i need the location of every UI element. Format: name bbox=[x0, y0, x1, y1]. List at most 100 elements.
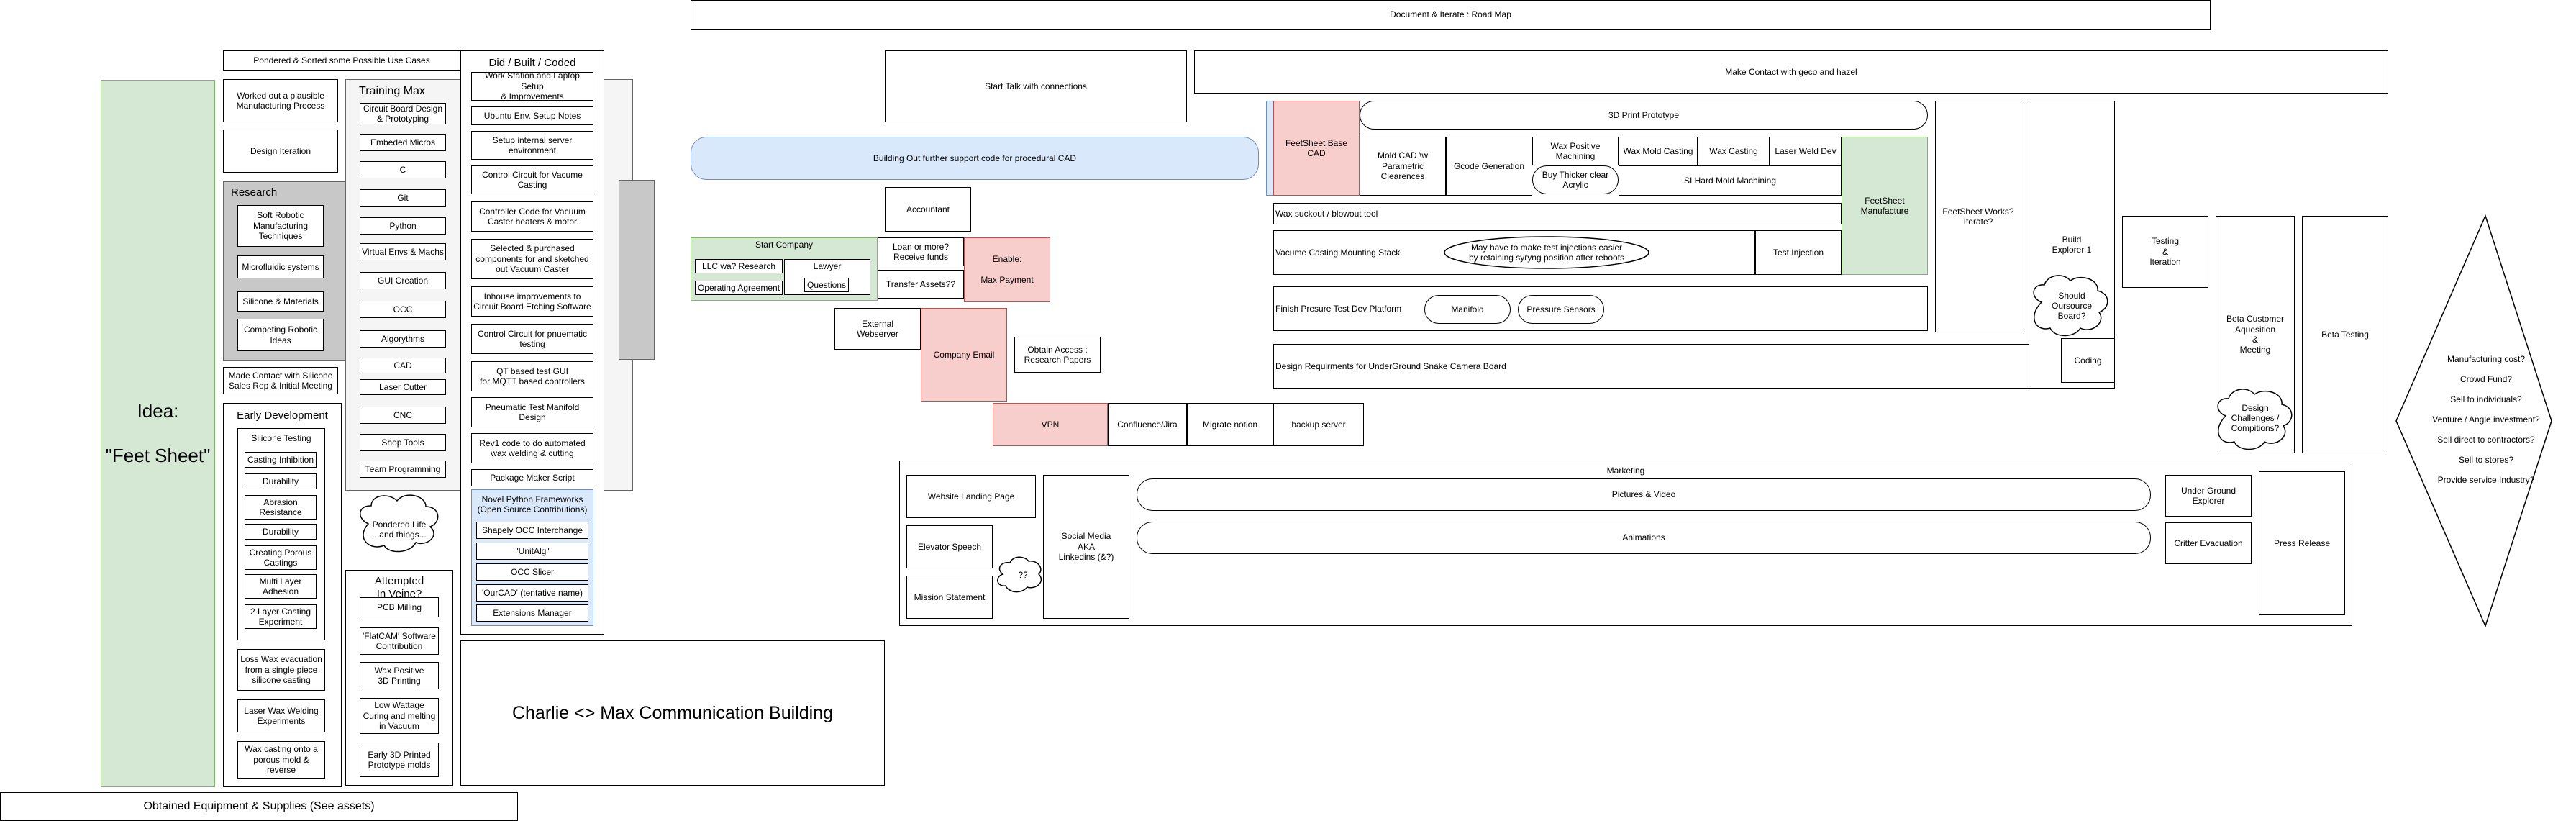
diamond-question: Crowd Fund? bbox=[2459, 374, 2513, 384]
diamond-question: Provide service Industry? bbox=[2437, 475, 2535, 485]
pondered-life-cloud bbox=[360, 494, 439, 553]
vpn-box: VPN bbox=[993, 403, 1108, 446]
wax-mold-box: Wax Mold Casting bbox=[1619, 137, 1698, 165]
snake-camera-box: Design Requirments for UnderGround Snake… bbox=[1273, 344, 2072, 389]
pictures-video-box: Pictures & Video bbox=[1137, 478, 2151, 511]
feetsheet-works-box: FeetSheet Works? Iterate? bbox=[1935, 101, 2021, 332]
roadmap-box: Document & Iterate : Road Map bbox=[691, 0, 2211, 30]
lawyer-box: Lawyer bbox=[784, 259, 870, 295]
operating-agreement-box: Operating Agreement bbox=[695, 281, 783, 295]
design-challenges-text: Design Challenges / Compitions? bbox=[2231, 403, 2280, 433]
test-item: 2 Layer Casting Experiment bbox=[245, 604, 317, 629]
beta-testing-box: Beta Testing bbox=[2302, 216, 2388, 453]
did-item: QT based test GUI for MQTT based control… bbox=[471, 361, 593, 391]
framework-item: Extensions Manager bbox=[476, 604, 588, 622]
feetsheet-cad-box: FeetSheet Base CAD bbox=[1273, 101, 1360, 196]
early-dev-item: Wax casting onto a porous mold & reverse bbox=[237, 741, 325, 779]
questions-box: Questions bbox=[804, 278, 849, 292]
enable-payment-box: Enable: Max Payment bbox=[964, 237, 1050, 302]
research-item: Silicone & Materials bbox=[237, 291, 324, 312]
landing-page-box: Website Landing Page bbox=[906, 475, 1036, 518]
loan-box: Loan or more? Receive funds bbox=[878, 237, 964, 266]
syringe-note-text: May have to make test injections easier … bbox=[1468, 242, 1625, 263]
did-item: Selected & purchased components for and … bbox=[471, 239, 593, 279]
press-release-box: Press Release bbox=[2259, 471, 2345, 615]
silicone-testing-title: Silicone Testing bbox=[251, 433, 311, 443]
wax-positive-box: Wax Positive Machining bbox=[1532, 137, 1619, 165]
procedural-cad-box: Building Out further support code for pr… bbox=[691, 137, 1259, 180]
manifold-box: Manifold bbox=[1424, 295, 1511, 324]
did-item: Setup internal server environment bbox=[471, 131, 593, 160]
feetsheet-manufacture-box: FeetSheet Manufacture bbox=[1842, 137, 1928, 275]
si-hard-mold-box: SI Hard Mold Machining bbox=[1619, 165, 1842, 196]
test-item: Casting Inhibition bbox=[245, 452, 317, 468]
research-item: Competing Robotic Ideas bbox=[237, 319, 324, 351]
design-iteration-box: Design Iteration bbox=[223, 130, 338, 173]
did-item: Pneumatic Test Manifold Design bbox=[471, 397, 593, 427]
did-item: Package Maker Script bbox=[471, 469, 593, 486]
qq-cloud bbox=[997, 556, 1042, 593]
idea-box: Idea: "Feet Sheet" bbox=[101, 80, 215, 787]
attempted-item: Wax Positive 3D Printing bbox=[360, 662, 439, 689]
wax-casting-box: Wax Casting bbox=[1698, 137, 1770, 165]
training-item: Virtual Envs & Machs bbox=[360, 243, 446, 260]
did-item: Control Circuit for pnuematic testing bbox=[471, 324, 593, 354]
training-item: Circuit Board Design & Prototyping bbox=[360, 103, 446, 124]
did-title: Did / Built / Coded bbox=[488, 57, 576, 69]
animations-box: Animations bbox=[1137, 522, 2151, 554]
outsource-cloud bbox=[2033, 275, 2108, 337]
framework-item: "UnitAlg" bbox=[476, 543, 588, 560]
training-side-bar bbox=[619, 180, 655, 360]
plausible-process-box: Worked out a plausible Manufacturing Pro… bbox=[223, 79, 338, 122]
idea-name: "Feet Sheet" bbox=[105, 444, 211, 466]
training-item: CAD bbox=[360, 358, 446, 373]
training-item: Algorythms bbox=[360, 330, 446, 348]
llc-box: LLC wa? Research bbox=[695, 259, 783, 273]
attempted-item: PCB Milling bbox=[360, 597, 439, 617]
communication-box: Charlie <> Max Communication Building bbox=[460, 640, 885, 786]
webserver-box: External Webserver bbox=[834, 308, 921, 350]
testing-iteration-box: Testing & Iteration bbox=[2122, 216, 2208, 288]
buy-acrylic-box: Buy Thicker clear Acrylic bbox=[1532, 165, 1619, 194]
wax-suckout-box: Wax suckout / blowout tool bbox=[1273, 203, 1842, 224]
attempted-item: Early 3D Printed Prototype molds bbox=[360, 743, 439, 777]
training-item: Laser Cutter bbox=[360, 379, 446, 395]
gcode-box: Gcode Generation bbox=[1446, 137, 1532, 196]
early-development-title: Early Development bbox=[237, 409, 328, 422]
diamond-question: Manufacturing cost? bbox=[2447, 354, 2526, 364]
backup-server-box: backup server bbox=[1273, 403, 1364, 446]
framework-item: Shapely OCC Interchange bbox=[476, 522, 588, 539]
training-item: C bbox=[360, 161, 446, 178]
research-item: Soft Robotic Manufacturing Techniques bbox=[237, 205, 324, 247]
framework-item: 'OurCAD' (tentative name) bbox=[476, 584, 588, 602]
syringe-note-ellipse bbox=[1444, 236, 1649, 269]
test-item: Durability bbox=[245, 524, 317, 540]
did-item: Controller Code for Vacuum Caster heater… bbox=[471, 201, 593, 232]
test-item: Durability bbox=[245, 473, 317, 489]
elevator-speech-box: Elevator Speech bbox=[906, 525, 993, 568]
migrate-notion-box: Migrate notion bbox=[1187, 403, 1273, 446]
pondered-life-text: Pondered Life ...and things... bbox=[372, 520, 427, 540]
framework-item: OCC Slicer bbox=[476, 563, 588, 581]
attempted-item: Low Wattage Curing and melting in Vacuum bbox=[360, 698, 439, 734]
use-cases-box: Pondered & Sorted some Possible Use Case… bbox=[223, 50, 460, 71]
did-item: Ubuntu Env. Setup Notes bbox=[471, 106, 593, 125]
training-item: Python bbox=[360, 217, 446, 235]
test-item: Creating Porous Castings bbox=[245, 545, 317, 570]
training-item: Team Programming bbox=[360, 461, 446, 478]
research-papers-box: Obtain Access : Research Papers bbox=[1014, 337, 1101, 373]
coding-box: Coding bbox=[2061, 338, 2115, 383]
start-company-title: Start Company bbox=[755, 240, 814, 250]
training-item: GUI Creation bbox=[360, 272, 446, 289]
pressure-sensors-box: Pressure Sensors bbox=[1518, 295, 1604, 324]
diamond-question: Sell to individuals? bbox=[2450, 394, 2522, 404]
cad-side-strip bbox=[1266, 101, 1273, 196]
mold-cad-box: Mold CAD \w Parametric Clearences bbox=[1360, 137, 1446, 196]
start-talk-box: Start Talk with connections bbox=[885, 50, 1187, 122]
research-item: Microfluidic systems bbox=[237, 255, 324, 278]
marketing-title: Marketing bbox=[1606, 466, 1645, 476]
design-challenges-cloud bbox=[2217, 389, 2293, 450]
training-item: Git bbox=[360, 189, 446, 207]
did-item: Inhouse improvements to Circuit Board Et… bbox=[471, 286, 593, 317]
outsource-text: Should Oursource Board? bbox=[2051, 291, 2093, 321]
